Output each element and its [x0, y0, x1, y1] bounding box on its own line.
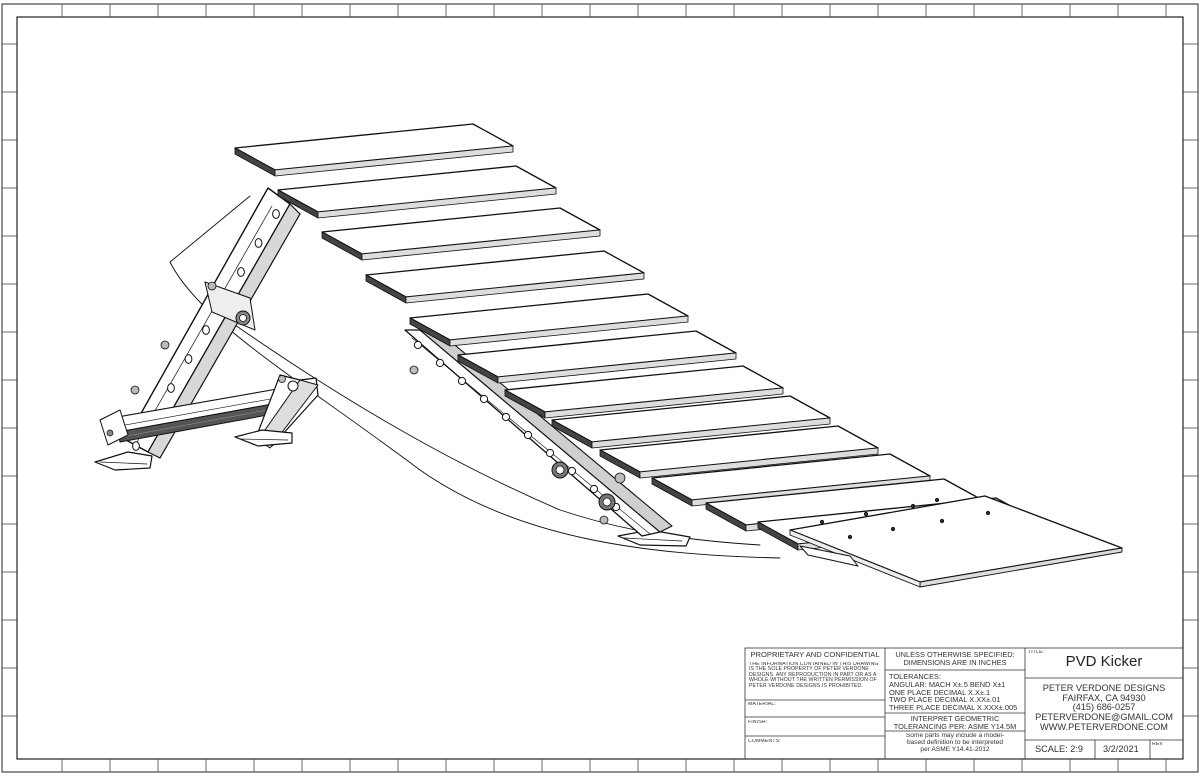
company-line: WWW.PETERVERDONE.COM	[1040, 721, 1168, 732]
unless-specified: UNLESS OTHERWISE SPECIFIED: DIMENSIONS A…	[885, 651, 1025, 667]
leg-hole	[501, 412, 511, 422]
proprietary-line: DESIGNS. ANY REPRODUCTION IN PART OR AS …	[749, 671, 877, 678]
leg-hole	[272, 209, 280, 219]
material-label: MATERIAL:	[748, 702, 776, 707]
company-line: FAIRFAX, CA 94930	[1062, 692, 1146, 703]
leg-hole	[413, 340, 423, 350]
proprietary-text: THE INFORMATION CONTAINED IN THIS DRAWIN…	[749, 662, 885, 689]
tolerances: TOLERANCES: ANGULAR: MACH X±.5 BEND X±1 …	[889, 673, 1025, 712]
leg-hole	[237, 267, 245, 277]
deck-board	[321, 207, 601, 261]
deck-board	[457, 330, 737, 384]
drawing-date: 3/2/2021	[1103, 745, 1139, 754]
model-note: Some parts may include a model- based de…	[885, 733, 1025, 754]
deck-board-edge	[317, 187, 557, 219]
deck-board	[409, 293, 689, 347]
model-note-line: per ASME Y14.41-2012	[920, 745, 990, 753]
deck-board-edge	[449, 315, 689, 347]
leg-hole	[132, 441, 140, 451]
left-bracket	[130, 281, 256, 395]
unless-line: UNLESS OTHERWISE SPECIFIED:	[895, 651, 1015, 659]
tolerance-line: THREE PLACE DECIMAL X.XXX±.005	[889, 703, 1018, 712]
leg-hole	[567, 466, 577, 476]
leg-hole	[184, 354, 193, 364]
deck-board-edge	[497, 352, 737, 384]
interpret-geometric: INTERPRET GEOMETRIC TOLERANCING PER: ASM…	[885, 715, 1025, 731]
deck-board	[365, 250, 645, 304]
company-line: PETER VERDONE DESIGNS	[1042, 684, 1166, 693]
zone-ticks	[2, 4, 1198, 772]
unless-line: DIMENSIONS ARE IN INCHES	[903, 657, 1007, 667]
scale-value: SCALE: 2:9	[1035, 745, 1084, 754]
deck-board-edge	[544, 387, 784, 419]
proprietary-line: IS THE SOLE PROPERTY OF PETER VERDONE	[749, 666, 869, 673]
company-info: PETER VERDONE DESIGNS FAIRFAX, CA 94930 …	[1025, 684, 1183, 732]
leg-hole	[479, 394, 489, 404]
deck-board-edge	[361, 229, 601, 261]
deck-board-edge	[591, 417, 831, 449]
outer-border	[1, 3, 1199, 773]
interpret-line: INTERPRET GEOMETRIC	[910, 715, 1000, 723]
foot-right	[234, 429, 293, 447]
deck-board	[277, 165, 557, 219]
deck-board	[551, 395, 831, 449]
kicker-drawing	[94, 123, 1123, 588]
tolerance-line: ANGULAR: MACH X±.5 BEND X±1	[889, 679, 1006, 689]
leg-hole	[167, 383, 175, 393]
proprietary-line: THE INFORMATION CONTAINED IN THIS DRAWIN…	[749, 662, 879, 667]
model-note-line: based definition to be interpreted	[906, 738, 1004, 746]
leg-holes-front	[413, 340, 621, 512]
company-line: PETERVERDONE@GMAIL.COM	[1035, 711, 1173, 722]
title-block-grid	[744, 647, 1184, 760]
deck-board	[504, 365, 784, 419]
comments-label: COMMENTS:	[748, 739, 781, 744]
drawing-title: PVD Kicker	[1065, 654, 1143, 670]
deck-board-edge	[405, 272, 645, 304]
leg-hole	[254, 238, 263, 248]
tolerance-line: TOLERANCES:	[889, 673, 942, 681]
deck-board-edge	[639, 447, 879, 479]
model-note-line: Some parts may include a model-	[905, 733, 1005, 739]
rev-label: REV	[1152, 742, 1163, 747]
leg-hole	[545, 448, 555, 458]
interpret-line: TOLERANCING PER: ASME Y14.5M	[893, 721, 1017, 731]
deck-board	[599, 425, 879, 479]
proprietary-line: WHOLE WITHOUT THE WRITTEN PERMISSION OF	[749, 677, 877, 684]
leg-hole	[589, 484, 599, 494]
foot-left	[94, 409, 153, 471]
deck-board-edge	[274, 145, 514, 177]
finish-label: FINISH:	[748, 720, 768, 725]
leg-hole	[202, 325, 210, 335]
leg-hole	[523, 430, 533, 440]
front-bolts	[409, 365, 626, 525]
tolerance-line: TWO PLACE DECIMAL X.XX±.01	[889, 695, 1001, 705]
tolerance-line: ONE PLACE DECIMAL X.X±.1	[889, 687, 991, 697]
proprietary-line: PETER VERDONE DESIGNS IS PROHIBITED.	[749, 682, 863, 689]
leg-hole	[457, 376, 467, 386]
transition-plate	[789, 495, 1123, 588]
title-label: TITLE:	[1028, 650, 1045, 655]
inner-border	[16, 16, 1184, 760]
proprietary-heading: PROPRIETARY AND CONFIDENTIAL	[750, 651, 880, 659]
company-line: (415) 686-0257	[1072, 702, 1136, 713]
deck-boards	[234, 123, 1037, 551]
deck-board	[234, 123, 514, 177]
leg-hole	[435, 358, 445, 368]
